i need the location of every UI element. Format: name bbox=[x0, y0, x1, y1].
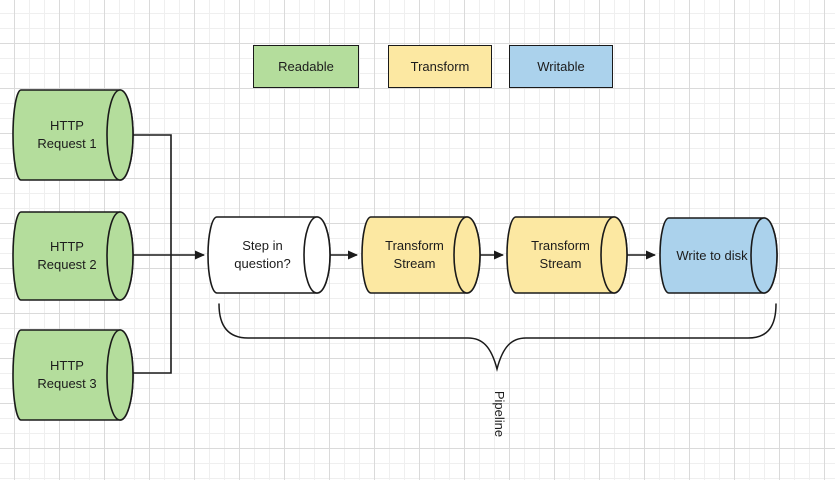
legend-transform-label: Transform bbox=[410, 59, 470, 74]
connector-junction bbox=[133, 134, 172, 374]
legend-readable: Readable bbox=[253, 45, 359, 88]
node-http-request-3 bbox=[12, 329, 134, 421]
pipeline-brace-label: Pipeline bbox=[492, 390, 507, 438]
node-write-to-disk bbox=[659, 217, 778, 294]
legend-writable-label: Writable bbox=[537, 59, 585, 74]
node-transform-stream-2 bbox=[506, 216, 628, 294]
node-step-in-question bbox=[207, 216, 331, 294]
node-http-request-2 bbox=[12, 211, 134, 301]
legend-transform: Transform bbox=[388, 45, 492, 88]
node-transform-stream-1 bbox=[361, 216, 481, 294]
legend-writable: Writable bbox=[509, 45, 613, 88]
node-http-request-1 bbox=[12, 89, 134, 181]
pipeline-brace bbox=[218, 303, 777, 372]
legend-readable-label: Readable bbox=[278, 59, 334, 74]
